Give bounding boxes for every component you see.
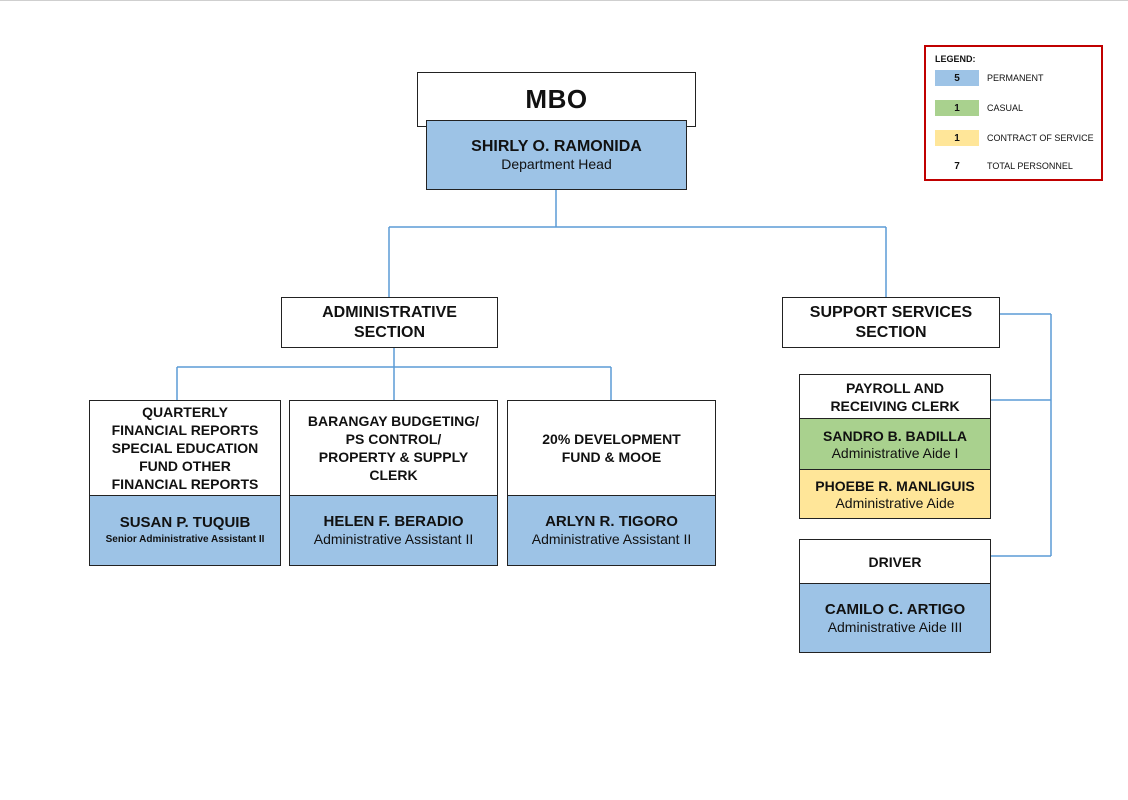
unit-1-line: FINANCIAL REPORTS — [111, 422, 259, 438]
unit-2-line: PS CONTROL/ — [345, 431, 442, 447]
staff-position: Administrative Aide — [835, 494, 955, 511]
legend-row-casual: 1 CASUAL — [935, 100, 1023, 116]
administrative-section-label-line1: ADMINISTRATIVE — [322, 303, 457, 321]
legend-label: CONTRACT OF SERVICE — [987, 133, 1094, 143]
legend-box: LEGEND: 5 PERMANENT 1 CASUAL 1 CONTRACT … — [924, 45, 1103, 181]
staff-name: HELEN F. BERADIO — [323, 513, 464, 530]
staff-position: Administrative Assistant II — [531, 531, 692, 547]
staff-sandro-box: SANDRO B. BADILLA Administrative Aide I — [799, 418, 991, 470]
legend-label: PERMANENT — [987, 73, 1044, 83]
legend-count: 7 — [935, 158, 979, 174]
unit-2-line: CLERK — [369, 467, 418, 483]
legend-label: CASUAL — [987, 103, 1024, 113]
unit-1-line: QUARTERLY — [142, 404, 228, 420]
department-head-name: SHIRLY O. RAMONIDA — [471, 137, 642, 155]
legend-row-total: 7 TOTAL PERSONNEL — [935, 158, 1073, 174]
staff-name: CAMILO C. ARTIGO — [824, 600, 966, 618]
org-title: MBO — [525, 84, 588, 114]
staff-position: Administrative Aide III — [827, 618, 963, 635]
support-services-section-box: SUPPORT SERVICES SECTION — [782, 297, 1000, 348]
staff-position: Administrative Aide I — [831, 444, 959, 461]
unit-1-line: FINANCIAL REPORTS — [111, 476, 259, 492]
department-head-box: SHIRLY O. RAMONIDA Department Head — [426, 120, 687, 190]
staff-name: SANDRO B. BADILLA — [823, 427, 967, 444]
unit-1-line: SPECIAL EDUCATION — [111, 440, 259, 456]
page-top-border — [0, 0, 1128, 1]
driver-box: DRIVER — [799, 539, 991, 584]
department-head-position: Department Head — [501, 155, 612, 172]
legend-count: 1 — [935, 100, 979, 116]
support-section-label-line1: SUPPORT SERVICES — [809, 303, 973, 321]
unit-2-line: BARANGAY BUDGETING/ — [307, 413, 480, 429]
org-title-box: MBO — [417, 72, 696, 127]
staff-arlyn-box: ARLYN R. TIGORO Administrative Assistant… — [507, 495, 716, 566]
staff-susan-box: SUSAN P. TUQUIB Senior Administrative As… — [89, 495, 281, 566]
unit-financial-reports-box: QUARTERLY FINANCIAL REPORTS SPECIAL EDUC… — [89, 400, 281, 496]
driver-label: DRIVER — [868, 553, 922, 570]
legend-title: LEGEND: — [935, 54, 976, 64]
payroll-receiving-clerk-box: PAYROLL AND RECEIVING CLERK — [799, 374, 991, 419]
payroll-label-line2: RECEIVING CLERK — [830, 397, 960, 414]
legend-label: TOTAL PERSONNEL — [987, 161, 1073, 171]
administrative-section-label-line2: SECTION — [353, 323, 426, 341]
staff-position: Senior Administrative Assistant II — [105, 533, 265, 545]
unit-3-line: 20% DEVELOPMENT — [542, 431, 681, 447]
unit-barangay-budgeting-box: BARANGAY BUDGETING/ PS CONTROL/ PROPERTY… — [289, 400, 498, 496]
unit-3-line: FUND & MOOE — [561, 449, 662, 465]
unit-development-fund-box: 20% DEVELOPMENT FUND & MOOE — [507, 400, 716, 496]
unit-1-line: FUND OTHER — [139, 458, 231, 474]
staff-phoebe-box: PHOEBE R. MANLIGUIS Administrative Aide — [799, 469, 991, 519]
payroll-label-line1: PAYROLL AND — [845, 379, 944, 396]
legend-row-permanent: 5 PERMANENT — [935, 70, 1044, 86]
staff-helen-box: HELEN F. BERADIO Administrative Assistan… — [289, 495, 498, 566]
support-section-label-line2: SECTION — [855, 323, 927, 341]
unit-2-line: PROPERTY & SUPPLY — [318, 449, 469, 465]
staff-name: ARLYN R. TIGORO — [545, 513, 678, 530]
staff-name: SUSAN P. TUQUIB — [119, 513, 251, 531]
staff-name: PHOEBE R. MANLIGUIS — [815, 477, 975, 494]
staff-position: Administrative Assistant II — [313, 531, 474, 547]
legend-count: 5 — [935, 70, 979, 86]
administrative-section-box: ADMINISTRATIVE SECTION — [281, 297, 498, 348]
legend-row-contract: 1 CONTRACT OF SERVICE — [935, 130, 1094, 146]
staff-camilo-box: CAMILO C. ARTIGO Administrative Aide III — [799, 583, 991, 653]
legend-count: 1 — [935, 130, 979, 146]
